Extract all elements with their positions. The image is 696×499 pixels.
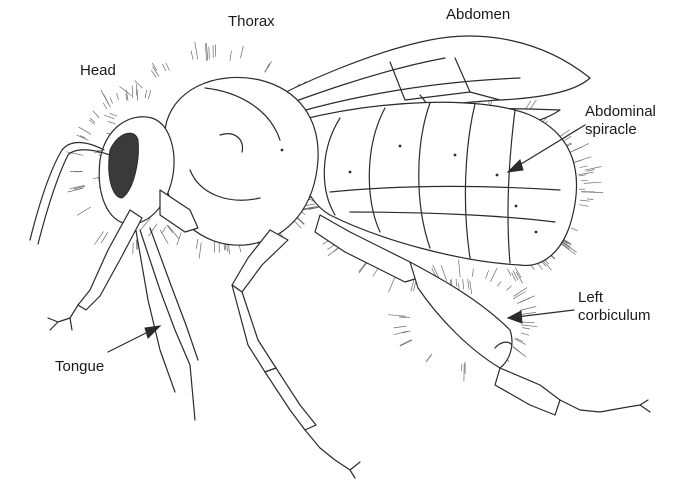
hair-stroke	[581, 180, 588, 181]
hair-stroke	[126, 94, 127, 100]
hair-stroke	[240, 46, 243, 58]
hair-stroke	[110, 113, 118, 116]
hair-stroke	[167, 225, 173, 233]
hair-stroke	[89, 120, 94, 125]
hair-stroke	[230, 51, 232, 61]
hair-stroke	[163, 227, 166, 233]
hair-stroke	[209, 47, 210, 60]
hair-stroke	[394, 331, 407, 335]
head-body	[30, 117, 174, 244]
abdominal-spiracle-label-line1: Abdominal	[585, 103, 656, 120]
hair-stroke	[486, 270, 489, 278]
hair-stroke	[580, 200, 590, 201]
hair-stroke	[394, 326, 407, 328]
left-corbiculum-label-line1: Left	[578, 289, 603, 306]
hair-stroke	[400, 340, 412, 346]
left-corbiculum-label-line2: corbiculum	[578, 307, 651, 324]
hair-stroke	[166, 63, 170, 71]
hair-stroke	[132, 86, 133, 98]
hair-stroke	[580, 166, 588, 168]
hair-stroke	[587, 199, 593, 200]
hair-stroke	[520, 307, 537, 311]
hair-stroke	[579, 175, 586, 176]
hair-stroke	[104, 115, 114, 119]
tongue-arrowhead	[145, 326, 160, 338]
hair-stroke	[195, 42, 198, 59]
hair-stroke	[160, 230, 168, 244]
hair-stroke	[196, 239, 198, 249]
hair-stroke	[77, 135, 89, 141]
hair-stroke	[400, 340, 412, 346]
hair-stroke	[153, 67, 160, 77]
tongue-mouthparts	[135, 225, 198, 420]
hair-stroke	[459, 260, 461, 277]
hair-stroke	[119, 86, 131, 95]
thorax-label: Thorax	[228, 13, 275, 30]
hair-stroke	[514, 339, 526, 345]
hair-stroke	[497, 281, 501, 286]
hair-stroke	[162, 64, 166, 71]
hair-stroke	[145, 90, 147, 98]
hair-stroke	[522, 312, 537, 314]
hair-stroke	[517, 298, 531, 304]
hair-stroke	[521, 333, 529, 336]
hair-stroke	[522, 328, 530, 329]
hair-stroke	[306, 204, 315, 205]
hair-stroke	[470, 281, 472, 294]
middle-leg	[232, 230, 360, 478]
hair-stroke	[110, 98, 113, 104]
hair-stroke	[117, 93, 119, 100]
hair-stroke	[359, 263, 367, 273]
hair-stroke	[388, 276, 395, 292]
hair-stroke	[108, 122, 116, 124]
hair-stroke	[265, 63, 270, 72]
hair-stroke	[513, 347, 526, 357]
hair-stroke	[441, 265, 447, 281]
hair-stroke	[177, 233, 181, 246]
hair-stroke	[507, 286, 512, 291]
left-corbiculum-arrowhead	[508, 311, 522, 323]
hair-stroke	[268, 61, 272, 68]
hair-stroke	[516, 272, 522, 283]
hair-stroke	[513, 271, 518, 281]
hair-stroke	[103, 103, 107, 109]
abdomen-label: Abdomen	[446, 6, 510, 23]
hair-stroke	[578, 172, 594, 175]
head-label: Head	[80, 62, 116, 79]
hair-stroke	[90, 118, 95, 122]
hair-stroke	[472, 269, 473, 277]
hair-stroke	[571, 228, 578, 231]
hair-stroke	[388, 315, 406, 317]
abdominal-spiracle-label-line2: spiracle	[585, 121, 637, 138]
hair-stroke	[522, 322, 535, 323]
hair-stroke	[584, 182, 602, 183]
hair-stroke	[93, 111, 100, 118]
hair-stroke	[508, 269, 512, 276]
hair-stroke	[426, 354, 432, 362]
hair-stroke	[512, 273, 516, 282]
hair-stroke	[148, 90, 150, 99]
tongue-label: Tongue	[55, 358, 104, 375]
hair-stroke	[79, 127, 92, 134]
hair-stroke	[135, 81, 143, 89]
hair-stroke	[468, 279, 469, 290]
hair-stroke	[463, 279, 464, 289]
hair-stroke	[521, 325, 537, 327]
hair-stroke	[95, 231, 104, 244]
hair-stroke	[199, 243, 201, 259]
hair-stroke	[490, 268, 497, 282]
hair-stroke	[579, 205, 588, 207]
hair-stroke	[137, 90, 138, 101]
hair-stroke	[191, 51, 193, 60]
hair-stroke	[77, 207, 91, 215]
